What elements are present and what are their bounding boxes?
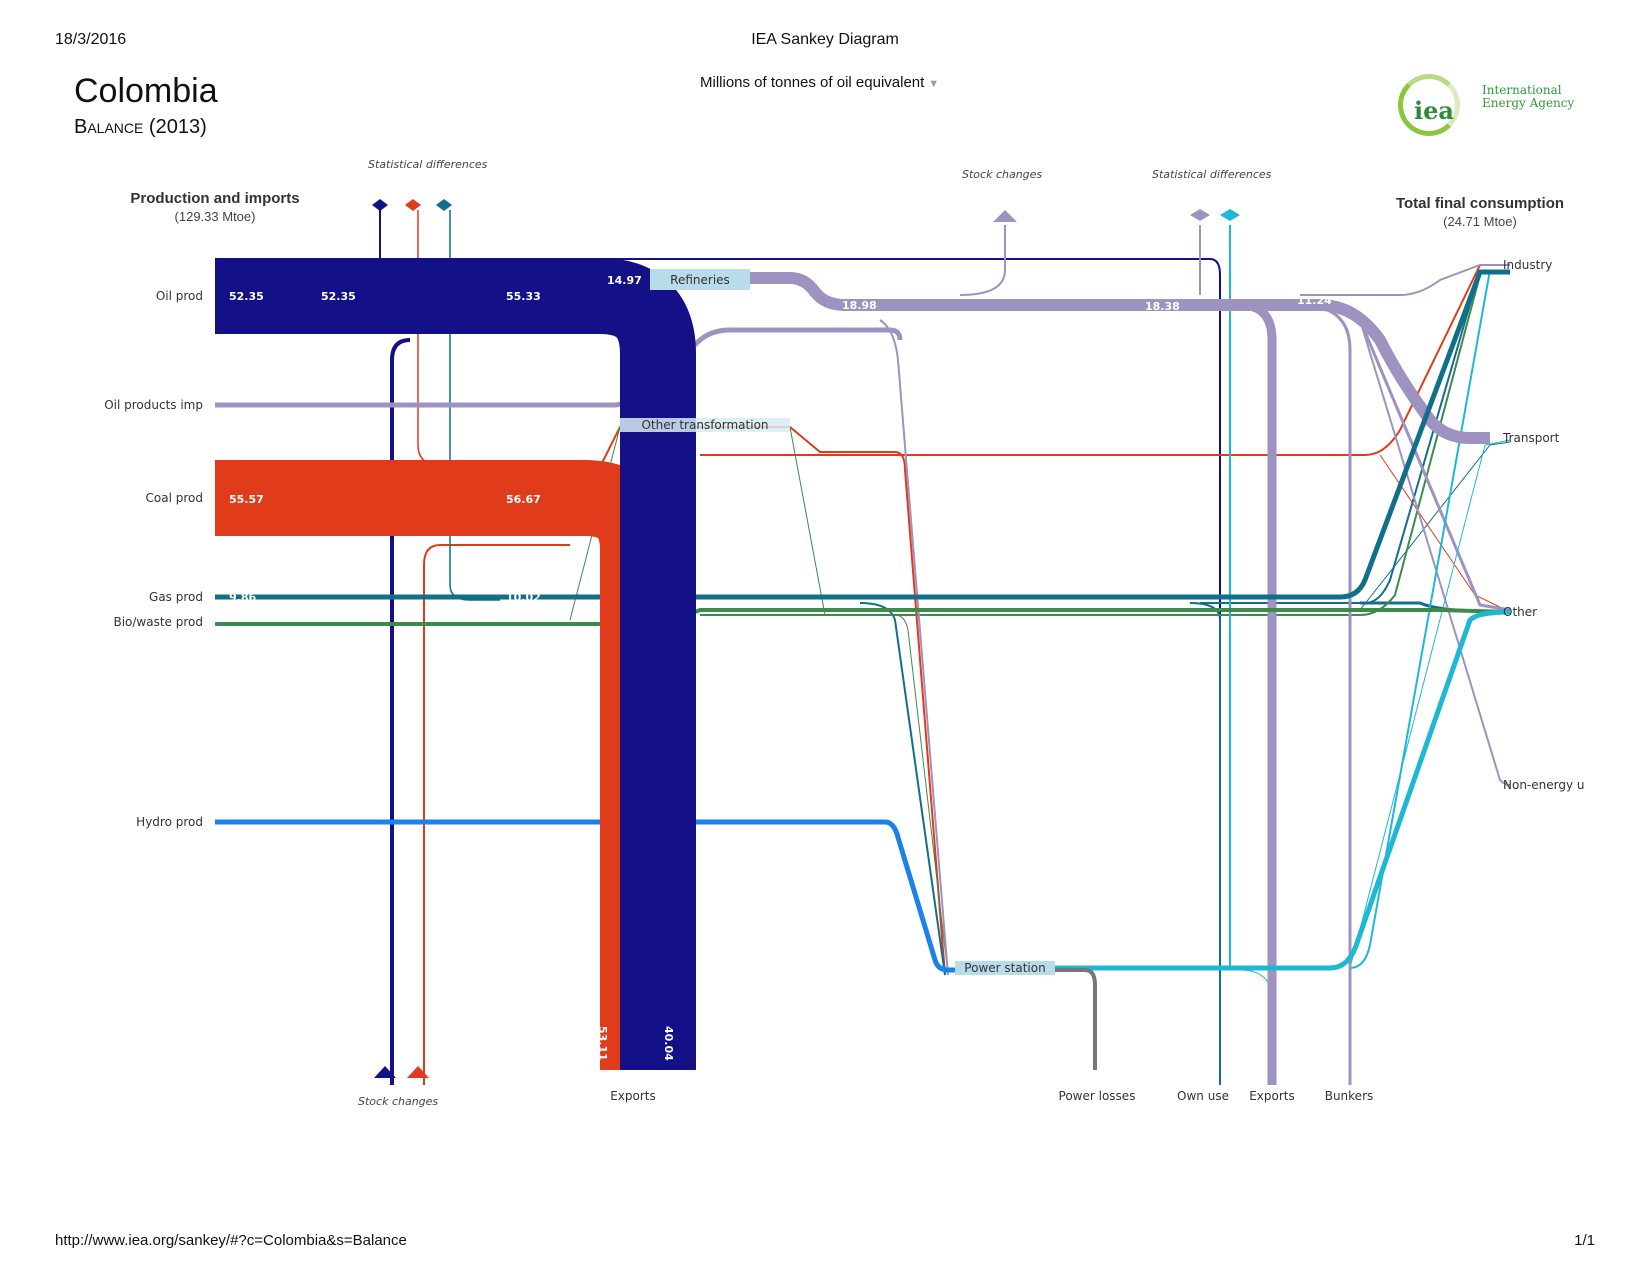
sink-other[interactable]: Other xyxy=(1503,605,1537,619)
flow-refineries-output[interactable] xyxy=(750,272,1490,444)
stat-diff-elec-marker-icon[interactable] xyxy=(1220,209,1240,221)
units-selector[interactable]: Millions of tonnes of oil equivalent▼ xyxy=(700,74,939,91)
print-title: IEA Sankey Diagram xyxy=(751,31,899,48)
flow-gas-prod[interactable] xyxy=(215,269,1510,600)
source-coal-prod[interactable]: Coal prod xyxy=(146,491,203,505)
footer-url: http://www.iea.org/sankey/#?c=Colombia&s… xyxy=(55,1232,407,1249)
value-oil-products-2: 18.38 xyxy=(1145,300,1180,313)
flow-coal-to-final[interactable] xyxy=(700,264,1481,456)
value-coal-exports: 53.11 xyxy=(596,1026,609,1061)
print-date: 18/3/2016 xyxy=(55,31,127,48)
refineries-box[interactable] xyxy=(650,269,750,290)
flow-oilprod-to-final-thin[interactable] xyxy=(1359,319,1511,786)
flow-biowaste-prod[interactable] xyxy=(215,608,1511,626)
power-losses-label[interactable]: Power losses xyxy=(1059,1089,1136,1103)
refineries-label[interactable]: Refineries xyxy=(670,273,730,287)
country-title: Colombia xyxy=(74,72,218,110)
value-oil-products-3: 11.24 xyxy=(1297,294,1332,307)
own-use-label[interactable]: Own use xyxy=(1177,1089,1229,1103)
value-oil-exports: 40.04 xyxy=(662,1026,675,1061)
flow-oilprod-to-power[interactable] xyxy=(879,319,949,976)
flow-gas-own-use[interactable] xyxy=(1189,602,1221,1085)
stat-diff-left-label: Statistical differences xyxy=(368,158,488,171)
flow-coal-stock-changes[interactable] xyxy=(423,544,570,1085)
flow-elec-to-exports[interactable] xyxy=(1239,969,1273,1085)
value-gas-prod-a: 9.86 xyxy=(229,591,256,604)
flow-power-losses[interactable] xyxy=(1050,968,1097,1070)
source-oil-prod[interactable]: Oil prod xyxy=(156,289,203,303)
flow-elec-to-industry[interactable] xyxy=(1349,269,1491,969)
value-coal-prod-a: 55.57 xyxy=(229,493,264,506)
power-station-box[interactable] xyxy=(955,961,1055,975)
bunkers-label[interactable]: Bunkers xyxy=(1325,1089,1374,1103)
source-hydro-prod[interactable]: Hydro prod xyxy=(136,815,203,829)
logo-agency-line2: Energy Agency xyxy=(1482,96,1575,110)
power-station-label[interactable]: Power station xyxy=(964,961,1045,975)
source-biowaste-prod[interactable]: Bio/waste prod xyxy=(113,615,203,629)
other-transformation-label[interactable]: Other transformation xyxy=(641,418,768,432)
stock-changes-oil-down-arrow-icon[interactable] xyxy=(374,1066,396,1078)
exports-primary-label[interactable]: Exports xyxy=(610,1089,656,1103)
value-oil-to-refineries: 14.97 xyxy=(607,274,642,287)
sink-industry[interactable]: Industry xyxy=(1503,258,1552,272)
stock-changes-bottom-label: Stock changes xyxy=(358,1095,438,1108)
iea-logo: iea International Energy Agency xyxy=(1398,72,1578,146)
production-imports-total: (129.33 Mtoe) xyxy=(175,209,256,224)
value-gas-prod-b: 10.02 xyxy=(506,591,541,604)
flow-oil-products-imp[interactable] xyxy=(215,327,903,408)
logo-agency-line1: International xyxy=(1482,83,1562,97)
flow-gas-to-transport[interactable] xyxy=(1359,441,1511,611)
footer-page-number: 1/1 xyxy=(1574,1232,1595,1249)
flow-oilprod-to-bunkers[interactable] xyxy=(1299,303,1352,1085)
value-oil-products-1: 18.98 xyxy=(842,299,877,312)
flow-oilprod-to-other[interactable] xyxy=(1358,319,1511,612)
sink-non-energy[interactable]: Non-energy u xyxy=(1503,778,1585,792)
final-consumption-total: (24.71 Mtoe) xyxy=(1443,214,1517,229)
stat-diff-oilprod-marker-icon[interactable] xyxy=(1190,209,1210,221)
logo-ring-icon xyxy=(1398,74,1460,136)
flow-oil-stock-changes[interactable] xyxy=(390,338,411,1085)
stock-changes-top-label: Stock changes xyxy=(962,168,1042,181)
source-oil-products-imp[interactable]: Oil products imp xyxy=(104,398,203,412)
stat-diff-gas-marker-icon[interactable] xyxy=(436,199,452,211)
stat-diff-coal-marker-icon[interactable] xyxy=(405,199,421,211)
value-oil-prod-c: 55.33 xyxy=(506,290,541,303)
flow-electricity[interactable] xyxy=(1050,609,1511,971)
flow-hydro-to-power[interactable] xyxy=(215,819,960,973)
sink-transport[interactable]: Transport xyxy=(1502,431,1560,445)
final-consumption-title: Total final consumption xyxy=(1396,195,1564,212)
exports-secondary-label[interactable]: Exports xyxy=(1249,1089,1295,1103)
stock-changes-up-arrow-icon[interactable] xyxy=(993,210,1017,222)
flow-oilprod-to-exports[interactable] xyxy=(1239,300,1277,1085)
source-gas-prod[interactable]: Gas prod xyxy=(149,590,203,604)
value-oil-prod-b: 52.35 xyxy=(321,290,356,303)
stat-diff-right-label: Statistical differences xyxy=(1152,168,1272,181)
logo-agency-name: International Energy Agency xyxy=(1482,84,1582,110)
flow-oilprod-to-industry[interactable] xyxy=(1300,264,1510,296)
logo-mark: iea xyxy=(1414,96,1454,125)
value-coal-prod-b: 56.67 xyxy=(506,493,541,506)
flow-oilprod-stock-changes[interactable] xyxy=(959,225,1006,296)
flow-elec-to-transport[interactable] xyxy=(1349,439,1511,969)
flow-oil-prod[interactable] xyxy=(215,258,696,1070)
stock-changes-coal-down-arrow-icon[interactable] xyxy=(407,1066,429,1078)
units-label: Millions of tonnes of oil equivalent xyxy=(700,74,925,91)
chevron-down-icon: ▼ xyxy=(928,78,940,90)
other-transformation-box[interactable] xyxy=(620,418,790,432)
value-oil-prod-a: 52.35 xyxy=(229,290,264,303)
flow-coal-to-other[interactable] xyxy=(1379,454,1511,613)
balance-subtitle: Balance (2013) xyxy=(74,116,207,138)
production-imports-title: Production and imports xyxy=(130,190,299,207)
flow-oil-thin-top[interactable] xyxy=(600,258,1221,1085)
stat-diff-oil-marker-icon[interactable] xyxy=(372,199,388,211)
flow-coal-stat-diff[interactable] xyxy=(417,210,560,466)
flow-coal-prod[interactable] xyxy=(215,460,676,1070)
